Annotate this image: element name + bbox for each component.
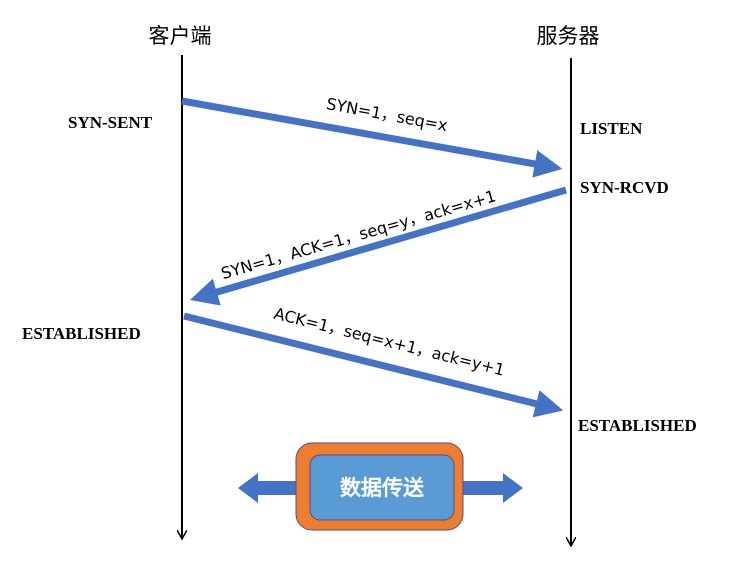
data-transfer-label: 数据传送	[340, 476, 425, 500]
state-syn-rcvd: SYN-RCVD	[580, 178, 669, 197]
right-arrow-icon	[463, 473, 523, 503]
state-server-established: ESTABLISHED	[578, 416, 697, 435]
client-title: 客户端	[149, 24, 212, 48]
data-transfer-group: 数据传送	[238, 442, 523, 531]
left-arrow-icon	[238, 473, 296, 503]
syn-ack-label: SYN=1，ACK=1，seq=y，ack=x+1	[219, 186, 498, 283]
data-box-inner	[309, 454, 455, 521]
syn-ack-arrow	[189, 186, 567, 306]
server-title: 服务器	[537, 24, 600, 48]
ack-arrow	[183, 312, 564, 418]
state-client-established: ESTABLISHED	[22, 324, 141, 343]
syn-arrow	[181, 97, 563, 178]
state-syn-sent: SYN-SENT	[68, 113, 153, 132]
state-listen: LISTEN	[580, 119, 643, 138]
